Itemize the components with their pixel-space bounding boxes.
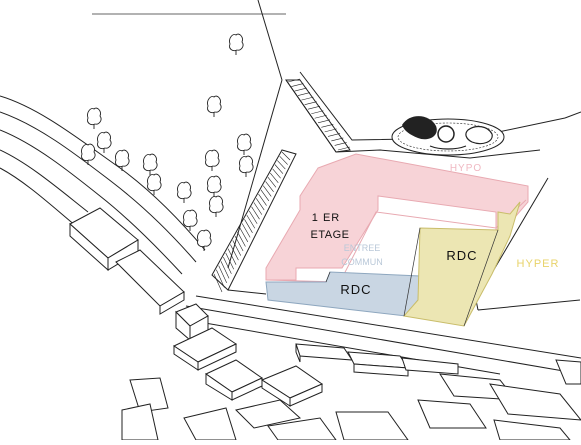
ground-floor-bottom-label: RDC <box>340 282 371 297</box>
hatch-line <box>321 124 334 128</box>
hatch-line <box>237 231 246 247</box>
hatch-line <box>317 119 331 124</box>
hyper-volume <box>403 201 521 327</box>
hatch-line <box>230 244 239 261</box>
roundabout <box>391 116 505 156</box>
hatch-line <box>279 155 288 165</box>
hatch-line <box>270 172 279 183</box>
hatch-line <box>263 185 272 197</box>
hatch-line <box>281 151 291 161</box>
hatch-line <box>324 128 337 133</box>
hatch-line <box>260 189 270 202</box>
common-entrance-label-line2: COMMUN <box>341 257 383 267</box>
tree-icon <box>147 173 162 192</box>
hatch-line <box>234 235 244 252</box>
tree-icon <box>207 95 222 114</box>
hatch-line <box>291 83 304 87</box>
trees <box>81 33 254 251</box>
hatch-line <box>246 214 256 229</box>
hatch-line <box>227 248 237 265</box>
hatch-line <box>272 168 281 179</box>
tree-icon <box>209 195 224 214</box>
tree-icon <box>207 175 222 194</box>
hypo-label: HYPO <box>450 163 482 174</box>
hatch-line <box>301 96 314 101</box>
tree-icon <box>87 107 102 126</box>
tree-icon <box>205 149 220 168</box>
hatch-line <box>223 257 232 274</box>
hatch-line <box>267 177 277 188</box>
hatched-slope-left <box>211 149 297 293</box>
hatch-line <box>253 202 263 215</box>
hatch-line <box>297 92 311 96</box>
tree-icon <box>177 181 192 200</box>
first-floor-label-line1: 1 ER <box>312 212 340 224</box>
hatch-line <box>225 252 234 270</box>
left-road <box>0 95 206 275</box>
hatched-slope-top <box>285 78 351 153</box>
tree-icon <box>97 131 112 150</box>
hatch-line <box>307 105 321 110</box>
hatch-line <box>314 114 327 119</box>
hatch-line <box>244 219 253 233</box>
hatch-line <box>248 210 258 224</box>
hatch-line <box>287 78 301 83</box>
labels: 1 ER ETAGE ENTREE COMMUN RDC RDC HYPER H… <box>311 163 560 297</box>
slope-area <box>227 0 283 269</box>
hatch-line <box>220 261 230 279</box>
hatch-line <box>216 269 225 288</box>
tree-icon <box>183 209 198 228</box>
hatch-line <box>274 164 284 174</box>
building-outlines <box>325 227 499 327</box>
tree-icon <box>81 143 96 162</box>
tree-icon <box>239 155 254 174</box>
tree-icon <box>229 33 244 52</box>
hyper-label: HYPER <box>517 258 560 270</box>
hatch-line <box>334 142 347 146</box>
lower-buildings <box>121 327 581 441</box>
hatch-line <box>258 193 267 206</box>
common-entrance-label-line1: ENTREE <box>344 243 381 253</box>
hatch-line <box>232 240 242 256</box>
hatch-line <box>239 227 249 243</box>
hatch-line <box>331 137 344 142</box>
hatch-line <box>213 273 223 293</box>
hatch-line <box>251 206 260 220</box>
hatch-line <box>327 133 341 137</box>
hatch-line <box>218 265 227 284</box>
hatch-line <box>304 101 317 105</box>
first-floor-label-line2: ETAGE <box>311 229 350 241</box>
tree-icon <box>115 149 130 168</box>
hatch-line <box>241 223 251 238</box>
hatch-line <box>337 146 351 151</box>
hatch-line <box>277 160 286 170</box>
hatch-line <box>311 110 324 115</box>
left-buildings <box>69 207 209 342</box>
hatch-line <box>255 198 265 211</box>
hatch-line <box>265 181 274 193</box>
hatch-line <box>294 87 307 92</box>
tree-icon <box>237 133 252 152</box>
tree-icon <box>143 153 158 172</box>
ground-floor-right-label: RDC <box>446 248 477 263</box>
tree-icon <box>197 229 212 248</box>
